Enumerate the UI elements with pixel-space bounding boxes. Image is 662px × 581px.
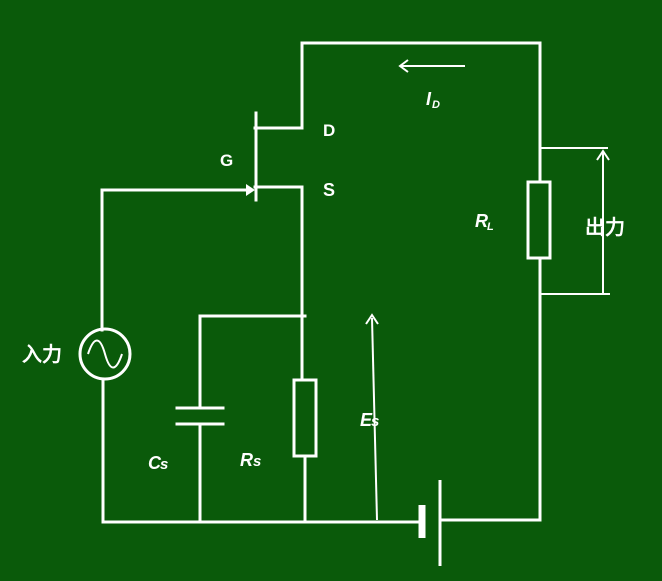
svg-text:s: s <box>371 413 379 430</box>
source-label: S <box>323 180 335 200</box>
drain-current-label: I D <box>426 89 440 111</box>
battery-icon <box>418 480 442 566</box>
drain-top-wire <box>253 41 542 184</box>
svg-text:D: D <box>432 99 440 111</box>
source-voltage-arrow-icon <box>365 313 379 521</box>
load-resistor-label: R L <box>475 211 494 233</box>
source-resistor <box>292 378 318 458</box>
gate-arrow-icon <box>246 184 255 196</box>
output-label: 出力 <box>585 216 625 239</box>
source-wire <box>253 185 304 382</box>
sine-wave-icon <box>78 327 132 381</box>
gate-input-wire <box>100 188 248 332</box>
cs-top-wire <box>198 314 307 407</box>
load-resistor <box>526 180 552 260</box>
output-indicator <box>540 147 610 295</box>
svg-text:I: I <box>426 89 432 109</box>
svg-text:s: s <box>160 456 168 473</box>
svg-text:s: s <box>253 453 261 470</box>
right-bottom-wire <box>438 256 542 522</box>
svg-text:L: L <box>487 221 494 233</box>
svg-text:R: R <box>475 211 488 231</box>
wires <box>100 41 542 524</box>
svg-text:C: C <box>148 453 162 473</box>
bypass-capacitor <box>175 406 225 426</box>
source-voltage-label: E s <box>360 410 379 430</box>
input-label: 入力 <box>22 343 62 366</box>
drain-current-arrow-icon <box>398 59 465 73</box>
svg-text:E: E <box>360 410 373 430</box>
bypass-capacitor-label: C s <box>148 453 168 473</box>
output-arrow-icon <box>596 149 610 161</box>
drain-label: D <box>323 121 335 140</box>
gate-label: G <box>220 151 233 170</box>
source-resistor-label: R s <box>240 450 261 470</box>
svg-text:R: R <box>240 450 253 470</box>
fet-transistor <box>246 111 258 202</box>
